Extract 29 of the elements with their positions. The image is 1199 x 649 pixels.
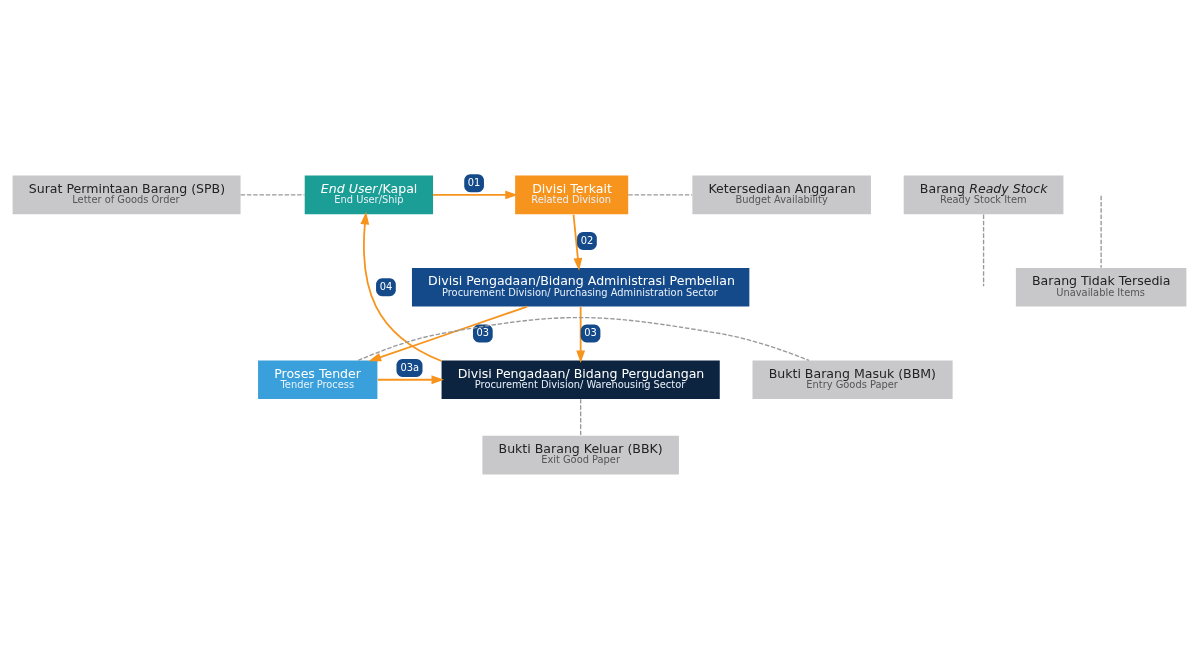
edge-label: 04 (379, 280, 393, 292)
node-box: Bukti Barang Masuk (BBM) Entry Goods Paper (752, 359, 953, 399)
connector (357, 316, 810, 361)
node-box: Ketersediaan Anggaran Budget Availability (692, 175, 871, 214)
connector (580, 398, 582, 436)
node-box: Bukti Barang Keluar (BBK) Exit Good Paper (482, 435, 679, 474)
edge-label: 01 (467, 176, 481, 188)
connector (982, 213, 985, 287)
connector (1100, 194, 1102, 268)
node-box: Divisi Pengadaan/Bidang Administrasi Pembelian Procurement Division/ Purchasing Administration Sector (411, 267, 750, 307)
edge-label: 03 (476, 326, 490, 338)
arrow (360, 211, 443, 362)
edge-label: 02 (580, 234, 594, 246)
edge-label: 03 (584, 326, 597, 338)
node-box: Proses Tender Tender Process (258, 359, 378, 399)
arrow (432, 189, 518, 199)
connector (239, 193, 306, 196)
node-box: Surat Permintaan Barang (SPB) Letter of Goods Order (12, 175, 241, 214)
node-box: Barang Tidak Tersedia Unavailable Items (1015, 267, 1187, 307)
arrow (576, 305, 586, 363)
node-box: End User/Kapal End User/Ship (304, 175, 434, 214)
connector (627, 193, 693, 196)
arrow (572, 213, 583, 271)
node-box: Divisi Terkait Related Division (515, 175, 629, 214)
edge-label: 03a (400, 361, 420, 373)
node-box: Divisi Pengadaan/ Bidang Pergudangan Procurement Division/ Warehousing Sector (441, 359, 720, 399)
arrow (376, 374, 445, 384)
node-box: Barang Ready Stock Ready Stock Item (903, 175, 1064, 214)
arrow (368, 305, 529, 361)
